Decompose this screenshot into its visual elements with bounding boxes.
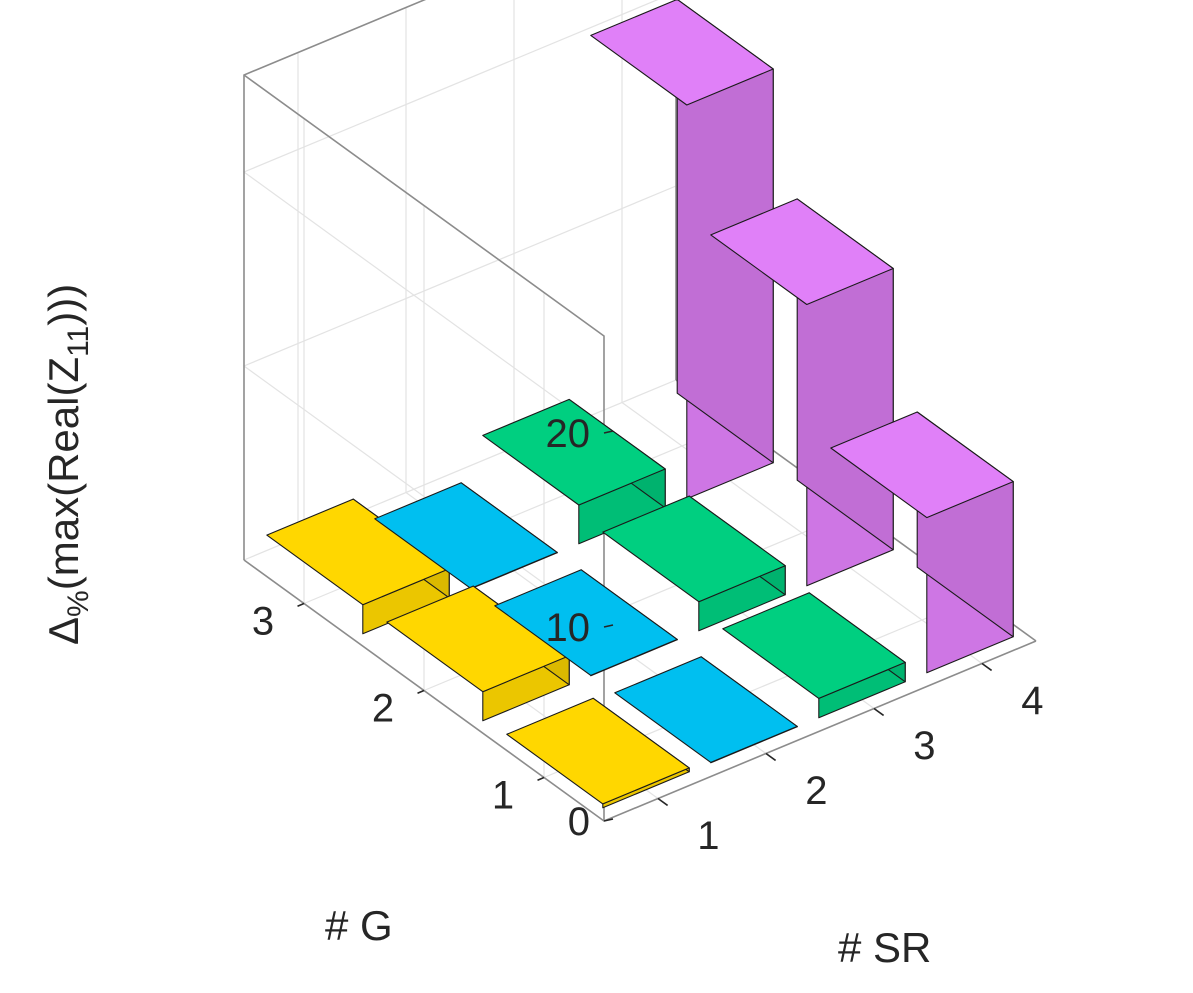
z-tick-label: 0 (568, 800, 590, 844)
bar-top-face (374, 482, 558, 589)
z-axis-label: Δ%(max(Real(Z11))) (40, 284, 95, 645)
x-tick-mark (873, 707, 885, 717)
bar-4-1 (830, 411, 1014, 674)
z-tick-label: 10 (546, 606, 591, 650)
x-tick-label: 2 (805, 769, 827, 813)
bar-top-face (590, 0, 774, 106)
bar-2-2 (494, 569, 678, 677)
bar-3-2 (602, 495, 786, 632)
bar-top-face (506, 697, 690, 805)
bar-top-face (602, 495, 786, 603)
bar-top-face (482, 398, 666, 506)
z-label-suffix: ))) (40, 284, 87, 326)
bar-top-face (494, 569, 678, 676)
bar-top-face (710, 198, 894, 306)
bar-3-3 (482, 398, 666, 545)
bar-top-face (830, 411, 1014, 519)
axis-box-back-wall (243, 0, 677, 560)
bar-1-1 (506, 697, 690, 809)
gridline-z (242, 0, 659, 434)
z-tick-mark (603, 624, 614, 628)
x-tick-mark (981, 662, 993, 672)
y-tick-mark (537, 776, 545, 781)
z-tick-mark (603, 430, 614, 434)
y-tick-label: 3 (252, 600, 274, 644)
z-label-body: (max(Real(Z (40, 357, 87, 590)
x-axis-label: # SR (838, 924, 931, 971)
bar-4-2 (710, 198, 894, 587)
bar-top-face (614, 656, 798, 763)
z-tick-mark (603, 818, 614, 822)
bar-top-face (386, 585, 570, 693)
x-tick-label: 1 (697, 814, 719, 858)
x-tick-mark (765, 752, 777, 762)
bar-2-3 (374, 482, 558, 590)
bar-top-face (266, 498, 450, 606)
x-tick-label: 4 (1021, 679, 1043, 723)
y-axis-label: # G (325, 902, 393, 949)
x-tick-mark (657, 797, 669, 807)
z-label-prefix: Δ (40, 617, 87, 645)
z-tick-label: 20 (546, 412, 591, 456)
bar-1-2 (386, 585, 570, 722)
y-tick-mark (417, 689, 425, 694)
bars-layer (266, 0, 1014, 809)
y-tick-mark (297, 602, 305, 607)
ticks-layer: 1 2 3 4 1 2 3 0 10 20 (252, 412, 1044, 858)
y-tick-label: 1 (492, 774, 514, 818)
x-tick-label: 3 (913, 724, 935, 768)
z-label-subscript: % (62, 590, 95, 617)
bar-2-1 (614, 656, 798, 764)
bar-3-1 (722, 592, 906, 719)
y-tick-label: 2 (372, 687, 394, 731)
z-label-subscript2: 11 (62, 326, 95, 357)
bar-top-face (722, 592, 906, 699)
